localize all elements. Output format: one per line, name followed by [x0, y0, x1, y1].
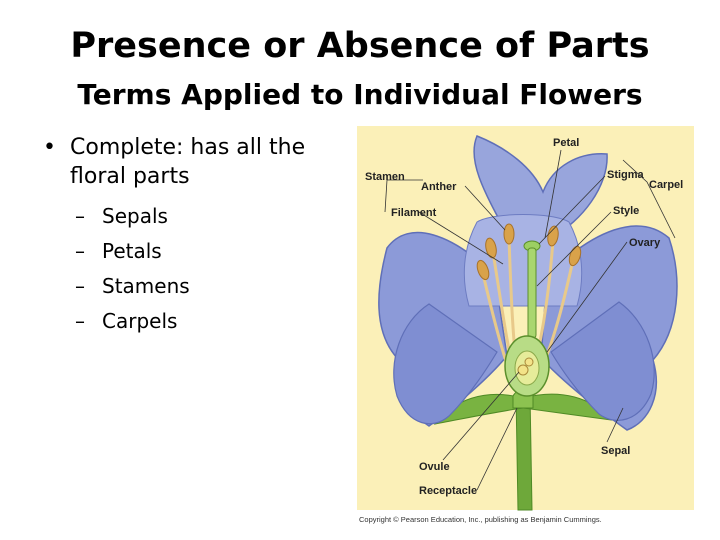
dash-marker: –	[75, 239, 85, 263]
sepal-left	[433, 394, 524, 425]
sub-bullet-list: – Sepals – Petals – Stamens – Carpels	[40, 199, 340, 339]
slide-title: Presence or Absence of Parts	[70, 26, 650, 66]
sub-item-label: Stamens	[102, 274, 190, 298]
label-style: Style	[613, 205, 639, 217]
label-receptacle: Receptacle	[419, 485, 477, 497]
flower-diagram: Petal Stigma Carpel Stamen Anther Filame…	[357, 126, 694, 526]
leader-lines	[384, 149, 676, 491]
sub-item-label: Petals	[102, 239, 162, 263]
leader-ovary	[546, 241, 628, 353]
leader-style	[536, 211, 612, 287]
stem	[515, 393, 533, 511]
copyright-text: Copyright © Pearson Education, Inc., pub…	[359, 515, 602, 524]
sub-item-label: Carpels	[102, 309, 178, 333]
leader-sepal	[606, 407, 624, 443]
leader-petal	[544, 149, 562, 239]
sub-item-label: Sepals	[102, 204, 168, 228]
ovule	[524, 357, 534, 367]
slide-subtitle: Terms Applied to Individual Flowers	[77, 78, 643, 111]
sub-item-carpels: – Carpels	[40, 304, 340, 339]
bullet-marker: •	[43, 135, 56, 160]
dash-marker: –	[75, 204, 85, 228]
flower-illustration: Petal Stigma Carpel Stamen Anther Filame…	[357, 126, 694, 526]
sub-item-stamens: – Stamens	[40, 269, 340, 304]
leader-carpel	[622, 159, 676, 239]
bullet-line-2: floral parts	[70, 164, 190, 189]
anther	[476, 259, 490, 281]
ovule	[517, 364, 529, 376]
style	[527, 247, 537, 339]
leader-receptacle	[476, 407, 518, 491]
leader-anther	[464, 185, 506, 231]
label-carpel: Carpel	[649, 179, 683, 191]
label-ovary: Ovary	[629, 237, 661, 249]
label-petal: Petal	[553, 137, 579, 149]
label-ovule: Ovule	[419, 461, 450, 473]
label-anther: Anther	[421, 181, 457, 193]
bullet-list: • Complete: has all the floral parts – S…	[40, 133, 340, 339]
dash-marker: –	[75, 274, 85, 298]
sub-item-petals: – Petals	[40, 234, 340, 269]
petal-left-lower	[393, 303, 498, 425]
petal-back	[473, 135, 608, 237]
bullet-line-1: Complete: has all the	[70, 135, 306, 160]
sub-item-sepals: – Sepals	[40, 199, 340, 234]
copyright-strip	[357, 510, 694, 526]
petal-right-lower	[550, 301, 655, 421]
bullet-complete: • Complete: has all the floral parts	[40, 133, 340, 191]
label-stigma: Stigma	[607, 169, 645, 181]
leader-filament	[418, 211, 504, 265]
leader-ovule	[442, 371, 520, 461]
leader-stigma	[538, 175, 606, 245]
label-filament: Filament	[391, 207, 437, 219]
dash-marker: –	[75, 309, 85, 333]
anther	[503, 223, 515, 245]
label-stamen: Stamen	[365, 171, 405, 183]
label-sepal: Sepal	[601, 445, 630, 457]
leader-stamen	[384, 179, 423, 213]
